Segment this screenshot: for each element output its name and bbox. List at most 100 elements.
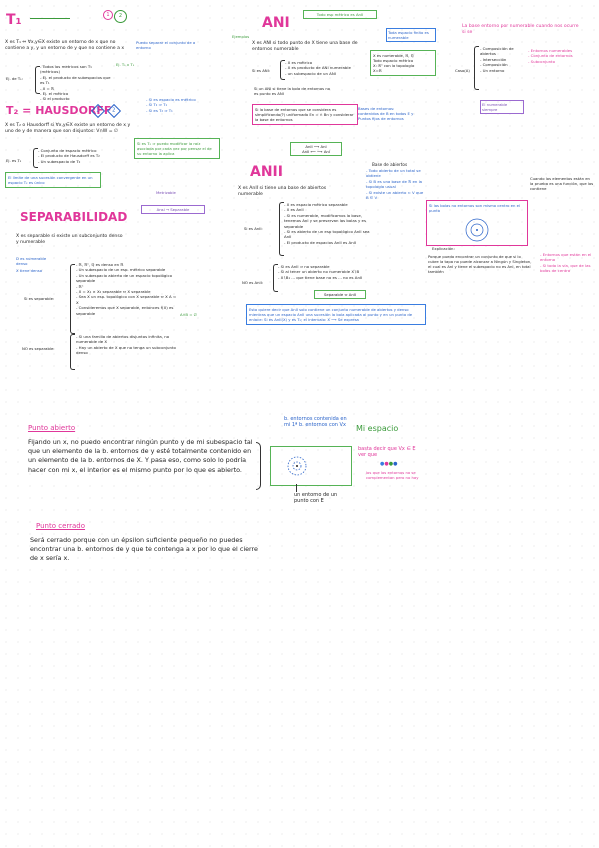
list-item: Subconjunto — [528, 59, 586, 64]
t1-badge-2: 2 — [114, 10, 127, 23]
list-item: X = X₁ × X₂ separable ⇔ X separable — [76, 289, 178, 294]
ani-pink-side: Bases de entornos: contenidos de B en to… — [358, 106, 414, 121]
col3-lado-title: Cuando los elementos están en la prueba … — [530, 176, 594, 191]
anii-right-note: Todo abierto de un total se obtiene Si B… — [366, 168, 426, 200]
ani-definition: X es ANI si todo punto de X tiene una ba… — [252, 41, 358, 52]
t1-brace — [35, 66, 40, 94]
col3-pink-right: Entornos que están en el entorno Si todo… — [540, 252, 594, 274]
list-item: Conjunto de espacio métrico — [38, 148, 128, 153]
t1-title: T₁ — [6, 12, 22, 28]
sep-left-note-2: X tiene denso — [16, 268, 43, 273]
list-item: Entornos numerables — [528, 48, 586, 53]
col3-diagram-items: Composición de abiertos Intersección Com… — [480, 46, 520, 73]
basta-note: basta decir que Vx ∈ E ver que — [358, 446, 416, 458]
punto-abierto-body: Fijando un x, no puedo encontrar ningún … — [28, 438, 253, 474]
list-item: X es producto de ANI numerable — [285, 65, 365, 70]
list-item: un subespacio de un ANI — [285, 71, 365, 76]
t1-badge-1: 1 — [103, 10, 113, 20]
bottom-diagram-top-label: b. entornos contenida en mi 1ª b. entorn… — [284, 416, 347, 428]
col3-diagram-brace — [474, 46, 479, 90]
ani-side-tag: Ejemplos — [232, 34, 250, 39]
anii-right-note-title: Base de abiertos — [372, 162, 408, 167]
list-item: Si es numerable, modificamos la base, te… — [284, 213, 374, 229]
anii-no-label: NO es AnII: — [242, 280, 264, 285]
t1-underline — [30, 18, 70, 19]
t1-note: Puedo separar el conjunto de a entorno — [136, 40, 196, 50]
dot-icon: ● — [388, 461, 394, 467]
punto-abierto-title: Punto abierto — [28, 424, 76, 432]
list-item: Sea X un esp. topológico con X separable… — [76, 294, 178, 305]
list-item: Composición de abiertos — [480, 46, 520, 57]
t1-examples: Todos los metricos son T₁ (métricos) Ej.… — [40, 64, 112, 102]
sep-no-label: NO es separable: — [22, 346, 55, 351]
ani-arrow-line: AnII ⟶ AnI — [305, 144, 327, 149]
ani-box-line: X: ℝⁿ con la topología — [373, 63, 415, 68]
col3-purple-box: El numerable siempre — [480, 100, 524, 114]
ani-examples-box: X es numerable, ℝ, ℚ Todo espacio métric… — [370, 50, 436, 76]
t1-sub-note: Ej. T₁ x T₁ — [116, 62, 135, 67]
anii-side-label: Si es AnII: — [244, 226, 263, 231]
anii-no-list: Si es AnII ⇒ no separable Si al tener un… — [278, 264, 368, 280]
t1-definition: X es T₁ ⇔ ∀x,y∈X existe un entorno de x … — [5, 40, 125, 51]
sep-left-note-1: D es numerable denso — [16, 256, 47, 266]
sep-no-list: Si una familia de abiertos disjuntos inf… — [76, 334, 176, 356]
col2-top-note: Todo esp métrico es AnII — [303, 10, 377, 19]
col3-diagram-label: Caso(A) — [455, 68, 470, 73]
anii-sep-box: Separable ⇔ AnII — [314, 290, 366, 299]
ani-green-note: Si un ANI si tiene la bola de entornos n… — [254, 86, 331, 96]
list-item: Si T₂ ⇒ T₁ — [146, 102, 218, 107]
list-item: X∖B₁ ... que tiene base no es ... no es … — [278, 275, 368, 280]
ani-pink-box: Si la base de entornos que se considera … — [252, 104, 358, 125]
t2-definition: X es T₂ o Hausdorff si ∀x,y∈X existe un … — [5, 123, 131, 134]
list-item: Si al tener un abierto no numerable X∖B — [278, 269, 368, 274]
list-item: Hay un abierto de X que no tenga un subc… — [76, 345, 176, 356]
anii-brace — [279, 202, 284, 256]
ani-box-line: X=ℝ — [373, 68, 382, 73]
col3-diagram-right: Entornos numerables Conjunto de entornos… — [528, 48, 586, 64]
col3-circle-box: Si las bolas no entornos son mismo centr… — [426, 200, 528, 246]
col3-circle-box-text: Si las bolas no entornos son mismo centr… — [429, 203, 520, 213]
list-item: Todos los metricos son T₁ (métricos) — [40, 64, 112, 75]
bottom-label: un entorno de un punto con E — [294, 492, 338, 504]
t1-side-label: Ej. de T₁: — [6, 76, 23, 81]
ani-arrow-box: AnII ⟶ AnI AnII ⟵ ⟶ AnI — [290, 142, 342, 156]
ani-side-label: Si es ANI: — [252, 68, 271, 73]
list-item: Consideremos que X separable, entonces f… — [76, 305, 178, 316]
list-item: Ej. el producto de subespacios que es T₁ — [40, 75, 112, 86]
espacio-rect — [270, 446, 352, 486]
list-item: Un entorno — [480, 68, 520, 73]
ani-arrow-line: AnII ⟵ ⟶ AnI — [302, 149, 330, 154]
sep-list: ℝ, ℝⁿ, ℚ es denso en ℝ Un subespacio de … — [76, 262, 178, 316]
list-item: Entornos que están en el entorno — [540, 252, 594, 263]
list-item: Si una familia de abiertos disjuntos inf… — [76, 334, 176, 345]
mi-espacio-label: Mi espacio — [356, 424, 399, 433]
anii-definition: X es AnII si tiene una base de abiertos … — [238, 186, 327, 197]
col3-top-title: La base entorno por numerable cuando nos… — [462, 24, 579, 35]
ani-box-line: Todo espacio métrico — [373, 58, 414, 63]
list-item: Si el producto — [40, 96, 112, 101]
dot-icon: ● — [384, 461, 389, 467]
ani-list: X es métrico X es producto de ANI numera… — [285, 60, 365, 76]
sep-definition: X es separable si existe un subconjunto … — [16, 234, 123, 245]
t2-brace — [33, 148, 38, 168]
list-item: X es espacio métrico separable — [284, 202, 374, 207]
ani-brace — [280, 60, 285, 80]
dots-note: los que los entornos no se complementan … — [366, 470, 419, 480]
list-item: Un subespacio abierto de un espacio topo… — [76, 273, 178, 284]
list-item: El producto de espacios AnII es AnII — [284, 240, 374, 245]
anii-list: X es espacio métrico separable X es AnII… — [284, 202, 374, 245]
t2-side-label: Ej. es T₂ — [6, 158, 22, 163]
ani-box-line: X es numerable, ℝ, ℚ — [373, 53, 414, 58]
entornos-diagram-icon — [287, 456, 307, 476]
list-item: Un subespacio de un esp. métrico separab… — [76, 267, 178, 272]
ani-title: ANI — [262, 15, 290, 31]
t2-green-box: Si es T₂ ⇒ puedo modificar la raíz asoci… — [134, 138, 220, 159]
list-item: Todo abierto de un total se obtiene — [366, 168, 426, 179]
col3-exp-body: Porque puedo encontrar un conjunto de qu… — [428, 254, 532, 274]
sep-ayb: A∩B = ∅ — [180, 312, 197, 317]
t2-right-list: Si es espacio es métrico Si T₂ ⇒ T₁ Si e… — [146, 97, 218, 113]
t2-limit-box: El límite de una sucesión convergente en… — [5, 172, 101, 188]
list-item: Composición — [480, 62, 520, 67]
sep-side-label: Si es separable: — [24, 296, 55, 301]
list-item: X es métrico — [285, 60, 365, 65]
